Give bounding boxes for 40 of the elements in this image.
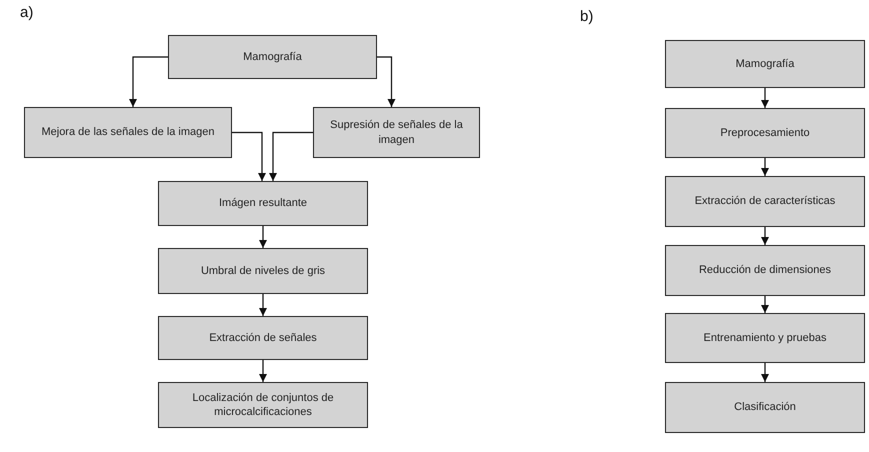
arrow [761,227,769,245]
box-label: Extracción de señales [208,330,318,346]
box-label: Mamografía [242,50,303,64]
box-label: Mejora de las señales de la imagen [40,125,216,140]
process-box [313,107,480,158]
box-label: Entrenamiento y pruebas [702,330,828,346]
process-box [665,176,865,227]
box-label: Umbral de niveles de gris [200,264,326,278]
box-label: Extracción de características [694,194,836,209]
process-box [158,382,368,428]
box-label: Preprocesamiento [719,126,811,140]
arrow [761,158,769,176]
arrow [129,56,168,107]
arrow [269,132,313,181]
process-box [665,245,865,296]
box-label: Imágen resultante [218,196,308,211]
arrow [259,360,267,382]
panel-label: b) [580,8,594,25]
arrow [761,88,769,108]
box-label: Localización de conjuntos de microcalcificaciones [191,390,335,420]
process-box [158,248,368,294]
process-box [665,108,865,158]
process-box [158,316,368,360]
arrow [761,363,769,382]
process-box [665,40,865,88]
arrow [259,226,267,248]
box-label: Reducción de dimensiones [698,263,832,278]
process-box [665,382,865,433]
arrow [232,132,266,181]
arrow [259,294,267,316]
process-box [24,107,232,158]
process-box [168,35,377,79]
box-label: Clasificación [733,400,797,415]
process-box [158,181,368,226]
process-box [665,313,865,363]
arrow [761,296,769,313]
arrow [377,56,396,107]
box-label: Supresión de señales de la imagen [329,118,464,147]
box-label: Mamografía [734,56,796,72]
panel-label: a) [20,4,34,21]
